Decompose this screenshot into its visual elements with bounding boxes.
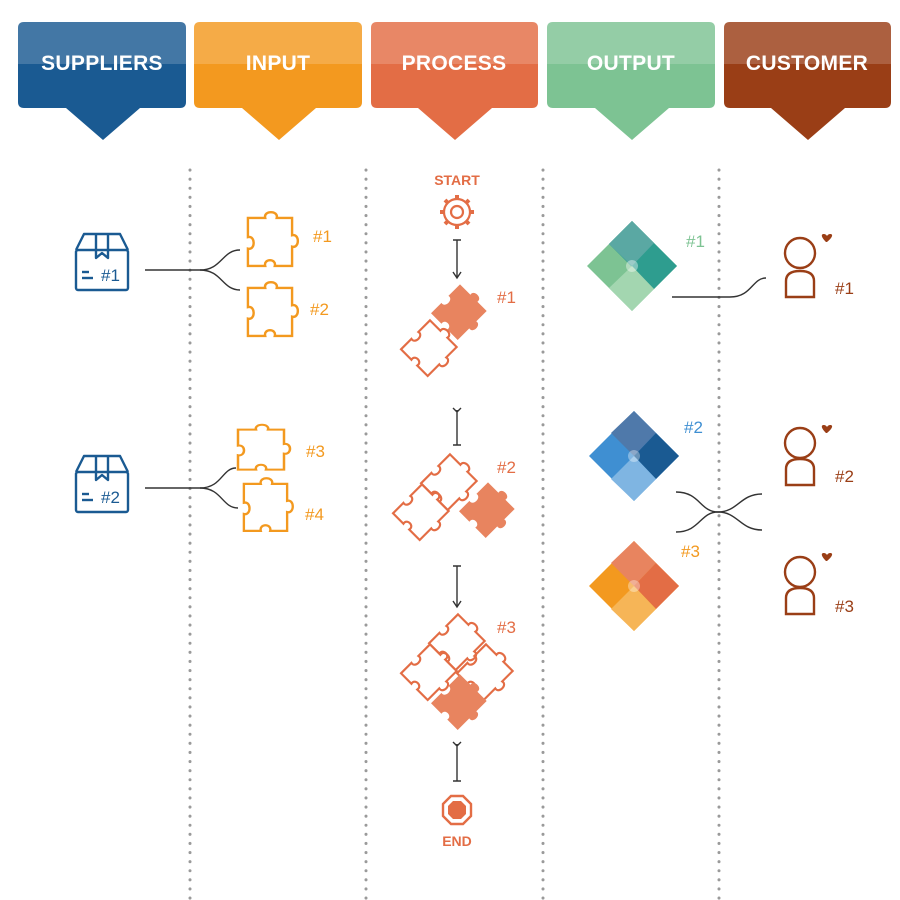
process-step-label: #3 (497, 618, 516, 637)
customer-heart-icon (783, 553, 833, 616)
customer-label: #2 (835, 467, 854, 486)
package-box-icon (74, 232, 130, 292)
output-3: #3 (589, 541, 700, 631)
connector-lines (145, 249, 241, 509)
puzzle-piece-icon (242, 477, 294, 533)
input-label: #4 (305, 505, 324, 524)
supplier-2: #2 (74, 454, 130, 514)
process-step-1: #1 (399, 280, 516, 381)
output-1: #1 (587, 221, 705, 311)
header-customer: CUSTOMER (724, 22, 891, 140)
process-flow-arrows (452, 239, 462, 782)
header-output-label: OUTPUT (587, 52, 675, 75)
input-2: #2 (246, 280, 329, 338)
input-label: #2 (310, 300, 329, 319)
process-step-label: #2 (497, 458, 516, 477)
header-suppliers-label: SUPPLIERS (41, 52, 163, 75)
column-dividers (188, 168, 721, 900)
puzzle-piece-icon (236, 423, 292, 471)
puzzle-piece-icon (246, 280, 300, 338)
input-1: #1 (246, 210, 332, 268)
gear-icon (440, 195, 474, 229)
supplier-label: #2 (101, 488, 120, 507)
customer-2: #2 (783, 425, 854, 487)
process-start-label: START (434, 172, 480, 188)
puzzle-diamond-icon (589, 541, 679, 631)
header-output: OUTPUT (547, 22, 715, 140)
puzzle-diamond-icon (589, 411, 679, 501)
input-label: #1 (313, 227, 332, 246)
header-process-label: PROCESS (402, 52, 507, 75)
process-step-label: #1 (497, 288, 516, 307)
input-3: #3 (236, 423, 325, 471)
output-label: #1 (686, 232, 705, 251)
supplier-label: #1 (101, 266, 120, 285)
header-input-label: INPUT (246, 52, 311, 75)
customer-1: #1 (783, 234, 854, 299)
two-puzzle-pieces-icon (399, 280, 494, 381)
customer-3: #3 (783, 553, 854, 616)
header-input: INPUT (194, 22, 362, 140)
package-box-icon (74, 454, 130, 514)
process-step-2: #2 (391, 449, 522, 545)
output-2: #2 (589, 411, 703, 501)
output-label: #3 (681, 542, 700, 561)
puzzle-piece-icon (246, 210, 300, 268)
input-4: #4 (242, 477, 324, 533)
customer-heart-icon (783, 425, 833, 487)
header-process: PROCESS (371, 22, 538, 140)
connector-lines (672, 277, 767, 533)
supplier-1: #1 (74, 232, 130, 292)
process-step-3: #3 (399, 609, 521, 734)
customer-label: #1 (835, 279, 854, 298)
customer-label: #3 (835, 597, 854, 616)
customer-heart-icon (783, 234, 833, 299)
output-label: #2 (684, 418, 703, 437)
header-customer-label: CUSTOMER (746, 52, 868, 75)
process-end-label: END (442, 833, 472, 849)
header-suppliers: SUPPLIERS (18, 22, 186, 140)
input-label: #3 (306, 442, 325, 461)
stop-octagon-icon (441, 794, 473, 826)
puzzle-diamond-icon (587, 221, 677, 311)
